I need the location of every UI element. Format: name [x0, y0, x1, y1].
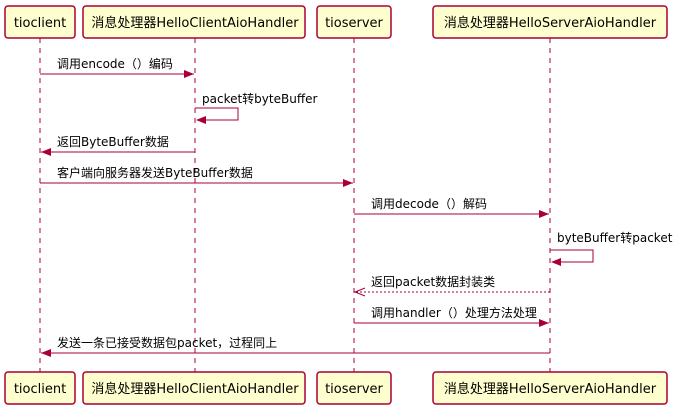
participant-label: tioclient [14, 382, 66, 397]
participant-client_handler-top: 消息处理器HelloClientAioHandler [82, 5, 306, 39]
arrow-left-icon [353, 287, 366, 297]
arrow-right-icon [539, 319, 549, 327]
participant-tioserver-top: tioserver [316, 5, 392, 39]
participant-label: tioclient [14, 16, 66, 31]
participant-tioserver-bottom: tioserver [316, 371, 392, 405]
arrow-left-icon [41, 349, 51, 357]
self-message-line [195, 107, 239, 121]
participant-server_handler-bottom: 消息处理器HelloServerAioHandler [432, 371, 668, 405]
message-7: 返回packet数据封装类 [353, 274, 550, 297]
arrow-left-icon [41, 148, 51, 156]
message-label: 发送一条已接受数据包packet，过程同上 [57, 335, 277, 350]
arrow-left-icon [196, 116, 206, 124]
participant-box [82, 371, 306, 405]
participant-label: 消息处理器HelloClientAioHandler [91, 381, 299, 397]
participant-label: 消息处理器HelloClientAioHandler [91, 15, 299, 31]
participant-box [82, 5, 306, 39]
message-label: 调用decode（）解码 [371, 197, 487, 211]
participant-server_handler-top: 消息处理器HelloServerAioHandler [432, 5, 668, 39]
message-label: 调用handler（）处理方法处理 [371, 305, 537, 320]
message-label: 客户端向服务器发送ByteBuffer数据 [57, 165, 253, 180]
participant-box [316, 5, 392, 39]
message-label: 返回packet数据封装类 [371, 274, 495, 289]
message-4: 客户端向服务器发送ByteBuffer数据 [40, 165, 353, 187]
message-label: packet转byteBuffer [202, 91, 317, 106]
participant-label: tioserver [325, 16, 383, 31]
arrow-right-icon [184, 70, 194, 78]
participant-label: 消息处理器HelloServerAioHandler [444, 15, 657, 31]
arrow-left-icon [551, 258, 561, 266]
message-1: 调用encode（）编码 [40, 56, 194, 78]
participant-box [316, 371, 392, 405]
message-8: 调用handler（）处理方法处理 [354, 305, 549, 327]
message-5: 调用decode（）解码 [354, 197, 549, 218]
participant-box [432, 371, 668, 405]
message-9: 发送一条已接受数据包packet，过程同上 [41, 335, 550, 357]
arrow-right-icon [539, 210, 549, 218]
message-label: 返回ByteBuffer数据 [57, 134, 169, 149]
participant-box [4, 5, 76, 39]
participant-box [432, 5, 668, 39]
participant-box [4, 371, 76, 405]
message-3: 返回ByteBuffer数据 [41, 134, 195, 156]
message-label: byteBuffer转packet [557, 230, 673, 245]
participant-tioclient-top: tioclient [4, 5, 76, 39]
message-6: byteBuffer转packet [550, 230, 673, 266]
participant-label: tioserver [325, 382, 383, 397]
message-2: packet转byteBuffer [195, 91, 317, 124]
message-label: 调用encode（）编码 [57, 56, 173, 71]
participant-label: 消息处理器HelloServerAioHandler [444, 381, 657, 397]
self-message-line [550, 249, 594, 263]
participant-client_handler-bottom: 消息处理器HelloClientAioHandler [82, 371, 306, 405]
arrow-right-icon [343, 179, 353, 187]
participant-tioclient-bottom: tioclient [4, 371, 76, 405]
